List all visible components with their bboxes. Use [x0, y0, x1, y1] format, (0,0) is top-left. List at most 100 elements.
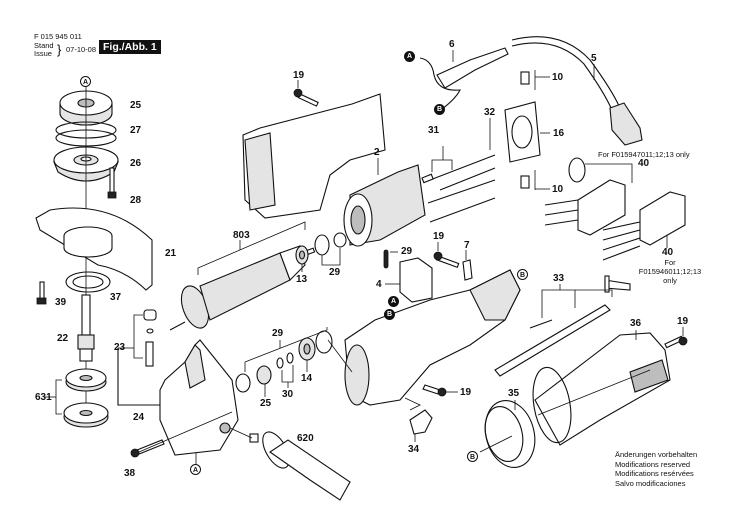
- part-label-29-upper: 29: [329, 267, 341, 278]
- bearing-13: [295, 245, 309, 265]
- part-label-14: 14: [301, 373, 313, 384]
- part-label-6: 6: [449, 39, 455, 50]
- callout-b-switch: B: [384, 309, 395, 320]
- screw-19-switch: [433, 251, 460, 268]
- gear-housing-24: [159, 339, 239, 456]
- part-label-803: 803: [233, 230, 250, 241]
- notice-en: Modifications reserved: [615, 459, 691, 469]
- pinion-25: [256, 365, 272, 385]
- handle-housing: [344, 269, 521, 406]
- part-label-34: 34: [408, 444, 420, 455]
- stand-label: Stand: [34, 41, 54, 50]
- part-label-23: 23: [114, 342, 126, 353]
- switch-knob-34: [409, 409, 433, 435]
- switch-lever-7: [462, 259, 473, 281]
- electronic-module-40-b: [602, 191, 686, 261]
- callout-b-ring: B: [467, 451, 478, 462]
- part-label-40-a: 40: [638, 158, 650, 169]
- callout-b-cable: B: [434, 104, 445, 115]
- variant-note-2-line1: For: [664, 258, 676, 267]
- part-label-30: 30: [282, 389, 294, 400]
- notice-es: Salvo modificaciones: [615, 478, 686, 488]
- variant-note-2-line3: only: [663, 276, 677, 285]
- pin-parts-23: [143, 309, 157, 367]
- rings-29-upper: [314, 232, 347, 256]
- part-label-25-pinion: 25: [260, 398, 272, 409]
- part-label-31: 31: [428, 125, 440, 136]
- part-label-35: 35: [508, 388, 520, 399]
- wheel-guard-21: [35, 207, 153, 291]
- part-label-19-switch: 19: [433, 231, 445, 242]
- part-label-40-b: 40: [662, 247, 674, 258]
- locking-ring-35: [484, 400, 536, 468]
- part-label-10-bottom: 10: [552, 184, 564, 195]
- plug-5: [609, 102, 643, 146]
- callout-b-housing: B: [517, 269, 528, 280]
- part-label-10-top: 10: [552, 72, 564, 83]
- notice-fr: Modifications resérvées: [615, 469, 694, 478]
- spring-29: [383, 249, 389, 269]
- carbon-brush-10-bottom: [520, 170, 536, 190]
- electronic-module-40-a: [544, 157, 626, 236]
- part-label-19-lower: 19: [460, 387, 472, 398]
- part-number: F 015 945 011: [34, 32, 82, 41]
- motor-cover-36: [532, 332, 671, 446]
- cord-guard-6: [419, 47, 509, 113]
- switch-4: [399, 257, 433, 303]
- variant-note-2-line2: F015946011;12;13: [638, 267, 702, 276]
- issue-date: 07-10-08: [66, 45, 97, 54]
- part-label-39: 39: [55, 297, 67, 308]
- flange-nut-631-upper: [65, 368, 107, 392]
- part-label-24: 24: [133, 412, 145, 423]
- callout-a-cable: A: [404, 51, 415, 62]
- part-label-16: 16: [553, 128, 565, 139]
- part-label-22: 22: [57, 333, 69, 344]
- notice-de: Änderungen vorbehalten: [615, 450, 698, 459]
- part-label-27: 27: [130, 125, 142, 136]
- variant-note-1: For F015947011;12;13 only: [598, 150, 690, 159]
- carbon-brush-10-top: [520, 70, 536, 90]
- part-label-32: 32: [484, 107, 496, 118]
- armature-803: [169, 245, 316, 331]
- flange-nut-631-lower: [63, 402, 109, 428]
- part-label-631: 631: [35, 392, 52, 403]
- callout-a-top: A: [80, 76, 91, 87]
- part-label-19-cover: 19: [677, 316, 689, 327]
- part-label-5: 5: [591, 53, 597, 64]
- part-label-33: 33: [553, 273, 565, 284]
- part-label-4: 4: [376, 279, 382, 290]
- auxiliary-handle-620: [249, 431, 351, 501]
- issue-label: Issue: [34, 49, 52, 58]
- part-label-19-top: 19: [293, 70, 305, 81]
- part-label-13: 13: [296, 274, 308, 285]
- switch-rod-33: [494, 275, 631, 377]
- callout-a-switch: A: [388, 296, 399, 307]
- part-label-21: 21: [165, 248, 177, 259]
- part-label-28: 28: [130, 195, 142, 206]
- part-label-38: 38: [124, 468, 136, 479]
- bearing-14: [298, 337, 316, 361]
- clamp-ring-37: [65, 271, 111, 293]
- screw-39: [36, 281, 47, 305]
- brace: }: [57, 42, 62, 57]
- motor-housing: [242, 93, 386, 219]
- figure-label: Fig./Abb. 1: [99, 40, 161, 54]
- part-label-29-lower: 29: [272, 328, 284, 339]
- brush-holder-16: [504, 101, 541, 163]
- part-label-2: 2: [374, 147, 380, 158]
- stator-2: [343, 164, 426, 247]
- spindle-22: [77, 294, 95, 362]
- modifications-notice: Änderungen vorbehalten Modifications res…: [615, 450, 697, 488]
- part-label-7: 7: [464, 240, 470, 251]
- part-label-36: 36: [630, 318, 642, 329]
- washers-30: [276, 352, 294, 369]
- part-label-29-spring: 29: [401, 246, 413, 257]
- part-label-26: 26: [130, 158, 142, 169]
- screw-19-cover: [664, 335, 688, 349]
- part-label-620: 620: [297, 433, 314, 444]
- connector-wires-31-32: [421, 154, 496, 223]
- callout-a-bottom: A: [190, 464, 201, 475]
- screw-28: [107, 167, 117, 199]
